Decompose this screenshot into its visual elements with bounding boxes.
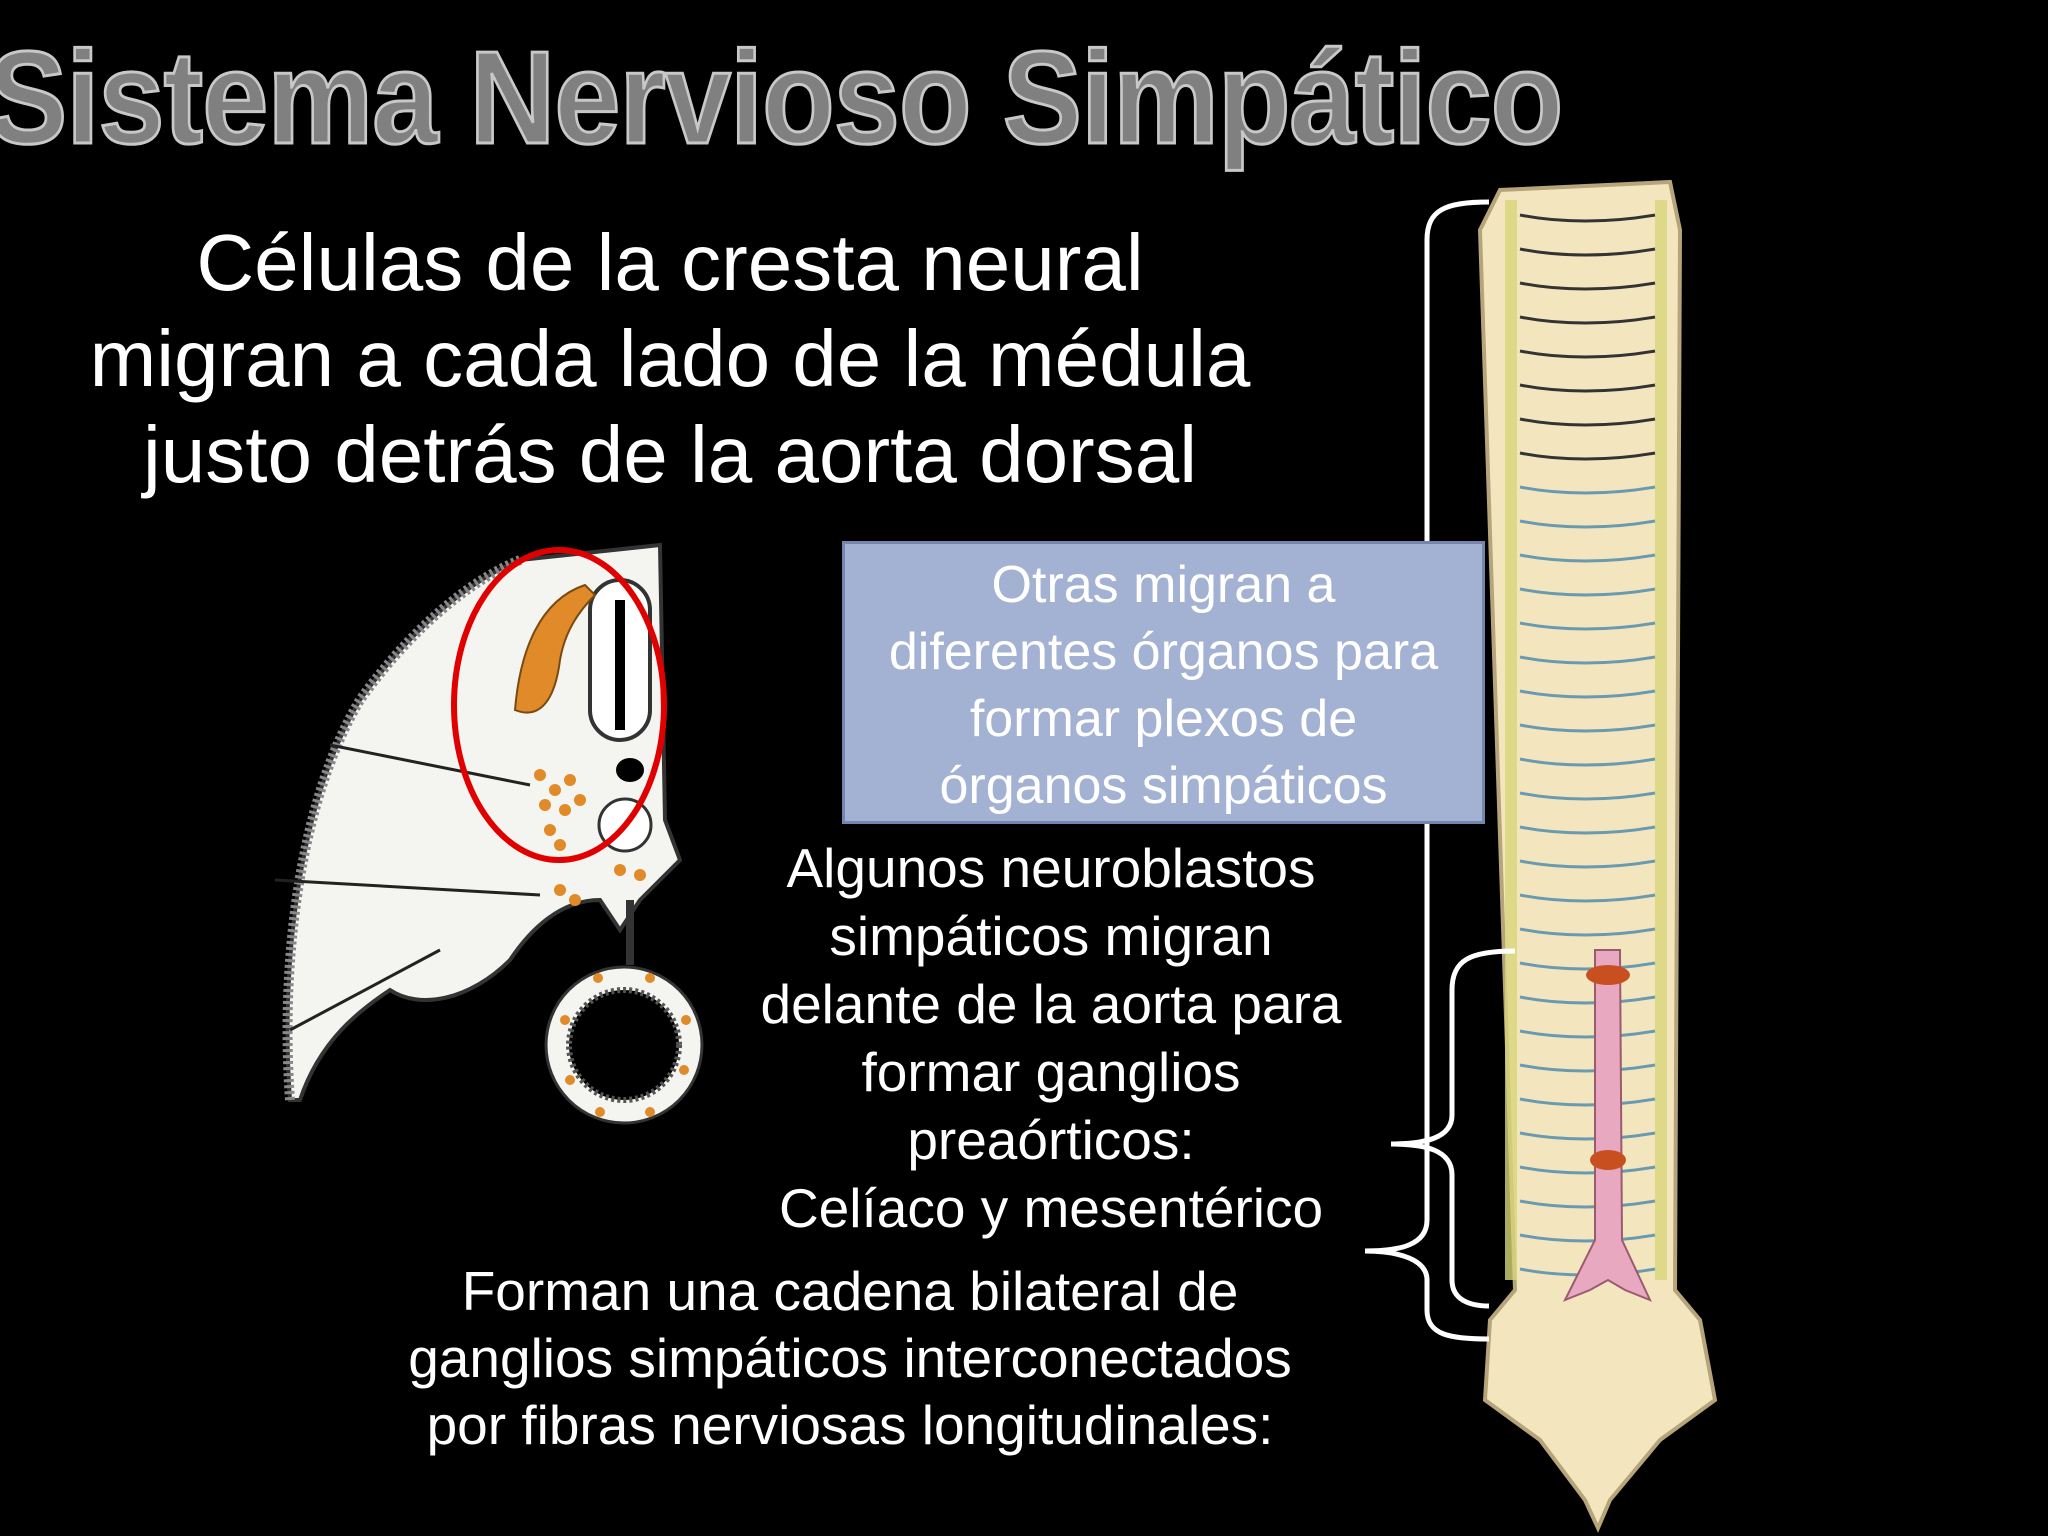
vertebra-line: [1519, 1097, 1656, 1107]
vertebra-line: [1519, 281, 1656, 291]
vertebra-line: [1519, 961, 1656, 971]
intro-text: Células de la cresta neural migran a cad…: [70, 215, 1270, 503]
callout-line: diferentes órganos para: [888, 623, 1439, 681]
vertebra-line: [1519, 383, 1656, 393]
vertebra-line: [1519, 1029, 1656, 1039]
brace-large: [1364, 199, 1490, 1342]
chain-line: ganglios simpáticos interconectados: [408, 1327, 1292, 1389]
vertebra-line: [1519, 213, 1656, 223]
chain-text: Forman una cadena bilateral de ganglios …: [350, 1258, 1350, 1459]
vertebra-line: [1519, 791, 1656, 801]
vertebra-line: [1519, 621, 1656, 631]
preaortic-line: formar ganglios: [861, 1041, 1241, 1103]
intro-line: migran a cada lado de la médula: [89, 314, 1251, 403]
preaortic-line: Algunos neuroblastos: [786, 837, 1316, 899]
vertebra-line: [1519, 757, 1656, 767]
vertebra-line: [1519, 1063, 1656, 1073]
preaortic-text: Algunos neuroblastos simpáticos migran d…: [651, 834, 1451, 1242]
vertebra-line: [1519, 315, 1656, 325]
vertebra-line: [1519, 587, 1656, 597]
callout-line: órganos simpáticos: [939, 757, 1388, 815]
vertebra-line: [1519, 1165, 1656, 1175]
vertebra-line: [1519, 1199, 1656, 1209]
callout-box: Otras migran a diferentes órganos para f…: [842, 541, 1485, 824]
intro-line: Células de la cresta neural: [196, 218, 1144, 307]
preaortic-line: simpáticos migran: [829, 905, 1273, 967]
vertebra-line: [1519, 247, 1656, 257]
vertebra-line: [1519, 485, 1656, 495]
callout-line: Otras migran a: [991, 556, 1336, 614]
vertebra-line: [1519, 1131, 1656, 1141]
slide-title: Sistema Nervioso Simpático: [0, 23, 1565, 173]
vertebra-line: [1519, 451, 1656, 461]
preaortic-line: delante de la aorta para: [760, 973, 1342, 1035]
vertebra-line: [1519, 1233, 1656, 1243]
vertebra-line: [1519, 689, 1656, 699]
brace-small: [1390, 948, 1516, 1309]
vertebra-line: [1519, 655, 1656, 665]
embryo-cross-section-diagram: [274, 542, 704, 1125]
vertebra-line: [1519, 859, 1656, 869]
highlight-ellipse: [451, 547, 667, 863]
vertebra-line: [1519, 349, 1656, 359]
intro-line: justo detrás de la aorta dorsal: [143, 410, 1197, 499]
callout-line: formar plexos de: [969, 690, 1358, 748]
vertebra-line: [1519, 995, 1656, 1005]
vertebra-line: [1519, 723, 1656, 733]
preaortic-line: Celíaco y mesentérico: [778, 1177, 1324, 1239]
vertebra-line: [1519, 417, 1656, 427]
chain-line: Forman una cadena bilateral de: [461, 1260, 1239, 1322]
aorta: [1562, 949, 1652, 1302]
chain-line: por fibras nerviosas longitudinales:: [426, 1394, 1274, 1456]
vertebra-line: [1519, 927, 1656, 937]
vertebra-line: [1519, 553, 1656, 563]
spine-illustration: [1477, 179, 1718, 1533]
vertebra-line: [1519, 825, 1656, 835]
preaortic-line: preaórticos:: [907, 1109, 1195, 1171]
vertebra-line: [1519, 893, 1656, 903]
vertebra-line: [1519, 519, 1656, 529]
